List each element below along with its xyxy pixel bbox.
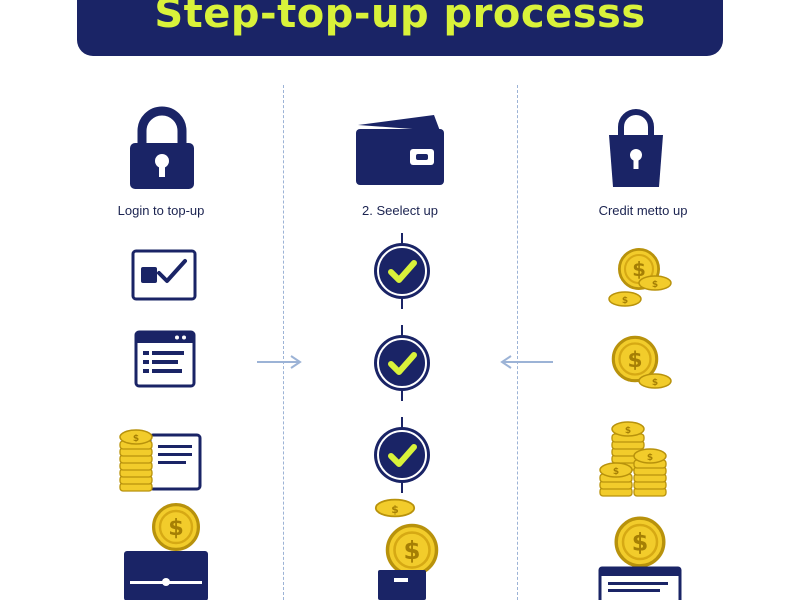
padlock-icon <box>130 106 194 189</box>
checkbox-card-icon <box>131 249 197 301</box>
step-label: Login to top-up <box>117 203 205 218</box>
column-divider <box>283 85 284 600</box>
check-circle-icon[interactable] <box>372 233 432 309</box>
column-divider <box>517 85 518 600</box>
page-title: Step-top-up processs <box>154 0 646 37</box>
title-banner: Step-top-up processs <box>77 0 723 56</box>
coins-and-card-icon <box>119 429 202 492</box>
lock-bag-icon <box>609 109 663 187</box>
browser-window-icon <box>134 330 196 388</box>
wallet-icon <box>356 115 444 185</box>
coins-icon <box>608 247 672 307</box>
check-circle-icon[interactable] <box>372 325 432 401</box>
coins-icon <box>611 335 672 389</box>
coin-stacks-icon <box>599 421 667 497</box>
step-label: Credit metto up <box>598 203 688 218</box>
right-arrow-icon <box>257 355 302 369</box>
step-label: 2. Seelect up <box>362 203 438 218</box>
coin-into-wallet-icon <box>374 498 439 600</box>
coin-over-wallet-icon <box>124 503 208 600</box>
coin-over-card-icon <box>598 516 682 600</box>
left-arrow-icon <box>500 355 553 369</box>
check-circle-icon[interactable] <box>372 417 432 493</box>
